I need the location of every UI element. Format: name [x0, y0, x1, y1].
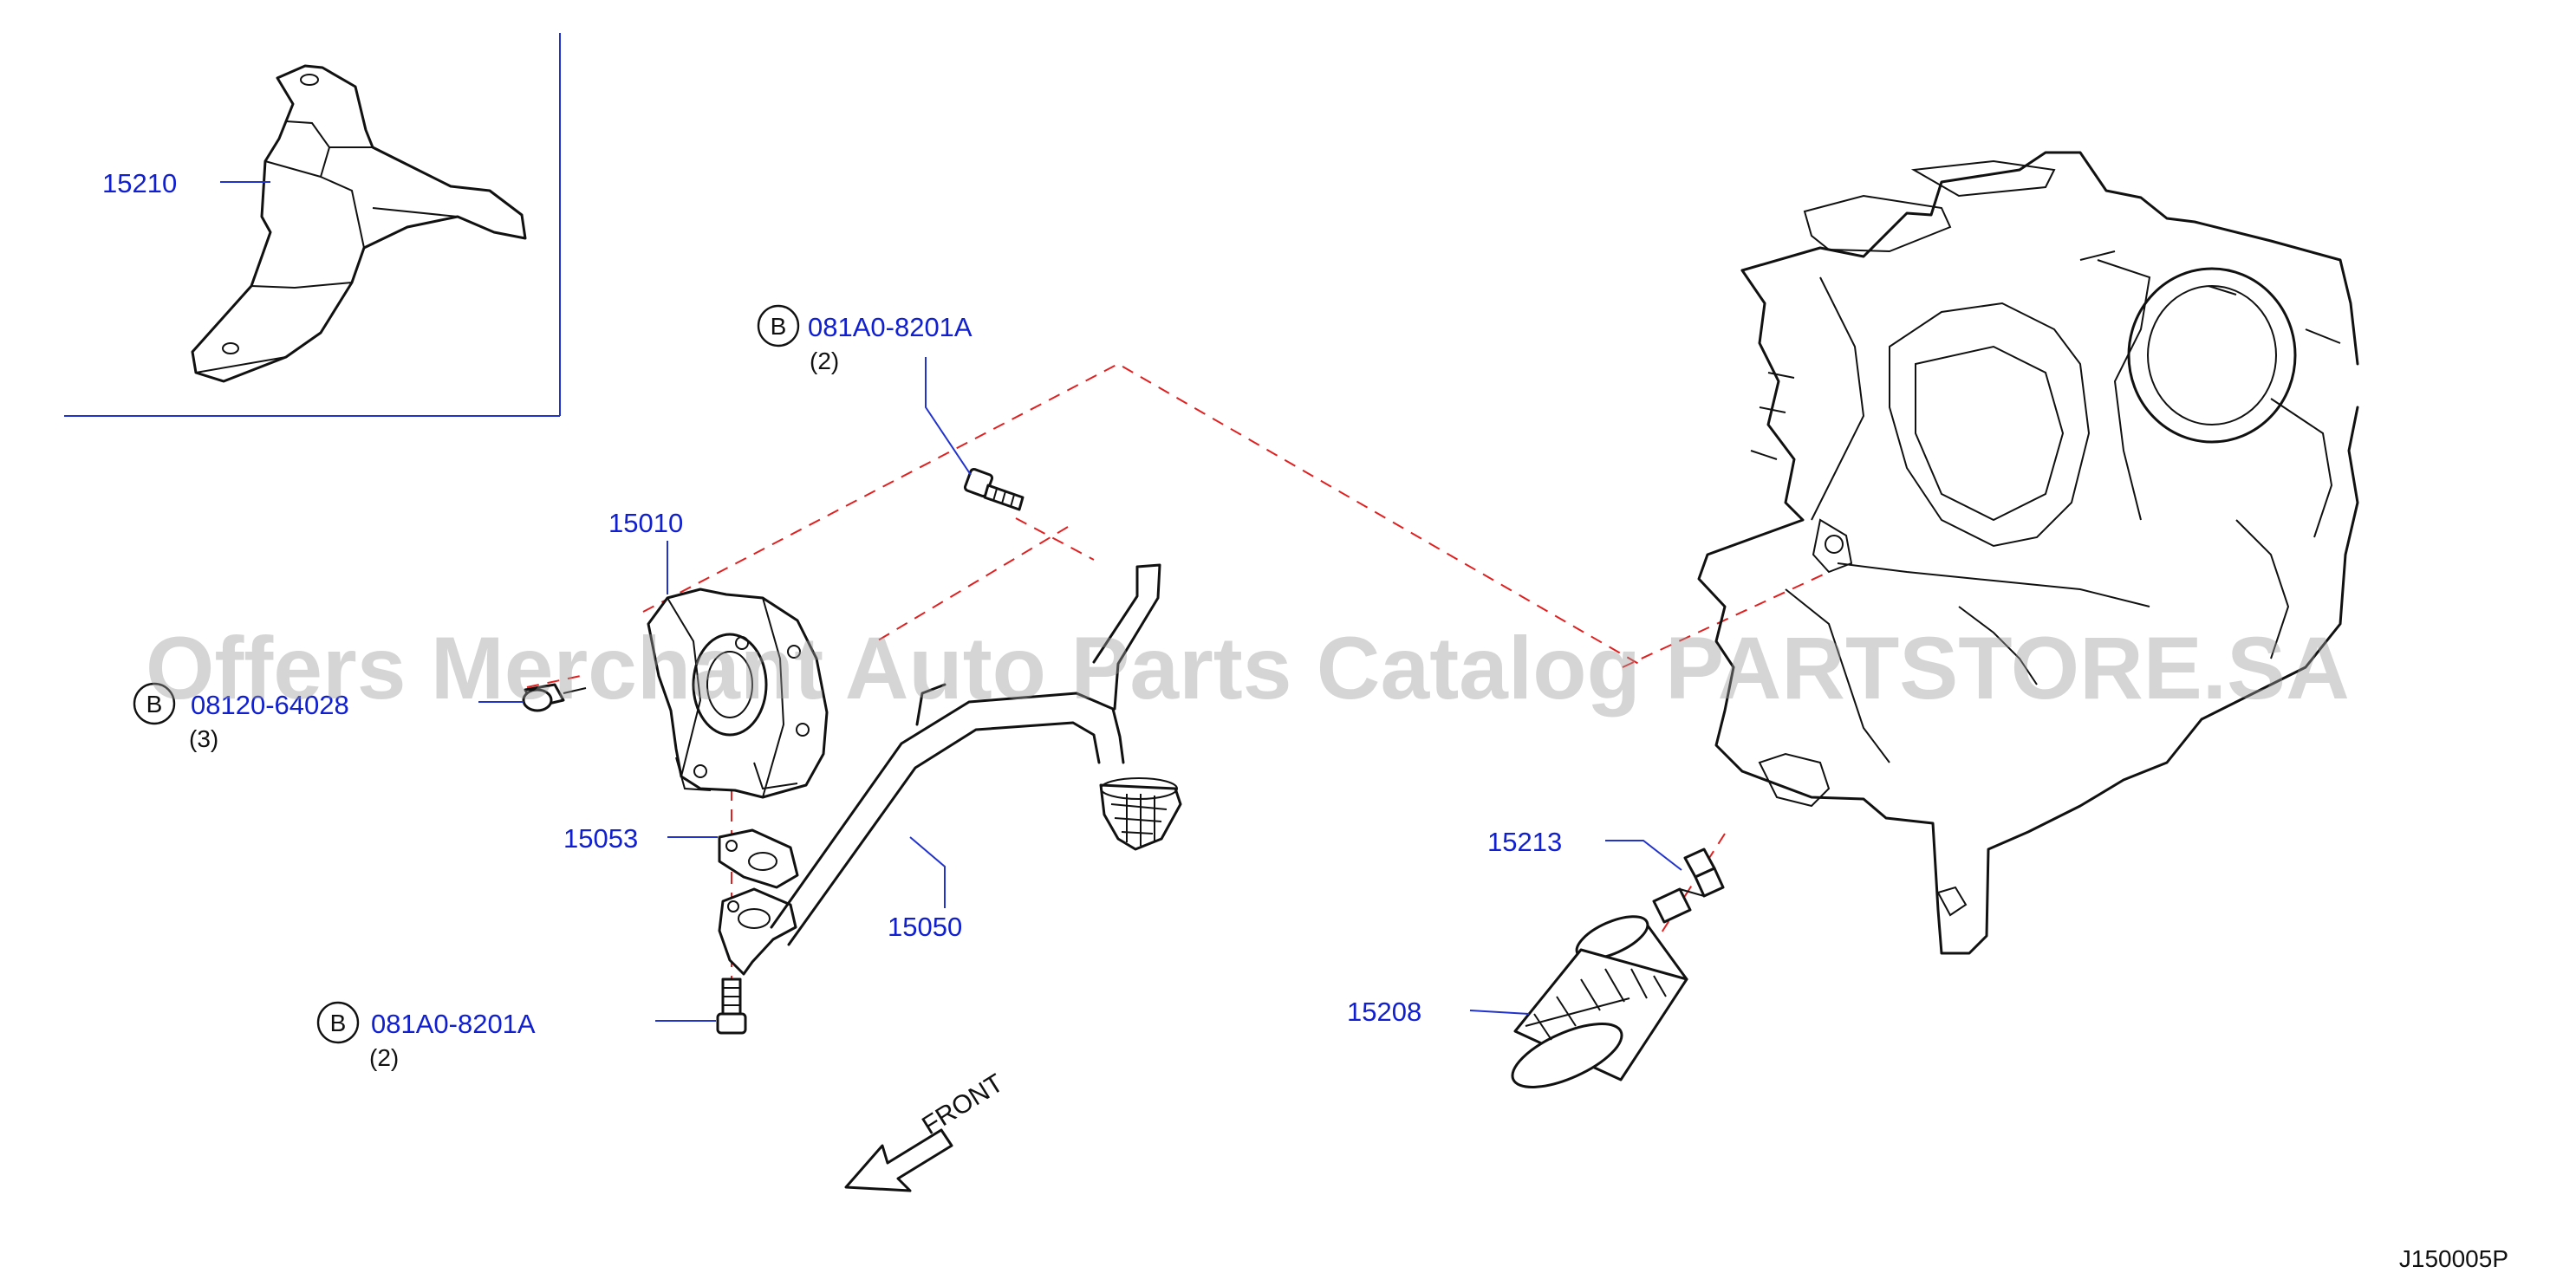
bolt-081A0-8201A-top-drawing[interactable] — [963, 467, 1025, 511]
part-number-label: 081A0-8201A — [808, 312, 973, 342]
quantity-label: (2) — [369, 1044, 399, 1071]
reference-lines — [526, 362, 1830, 988]
callout-15010[interactable]: 15010 — [608, 508, 683, 594]
oil-filter-15208-drawing[interactable] — [1504, 908, 1688, 1101]
part-number-label: 15210 — [102, 168, 177, 198]
part-number-label: 15010 — [608, 508, 683, 538]
callout-15210[interactable]: 15210 — [102, 168, 270, 198]
part-number-label: 15213 — [1487, 827, 1562, 857]
oil-pressure-switch-15213-drawing[interactable] — [1652, 848, 1725, 924]
engine-block-drawing — [1697, 151, 2359, 955]
quantity-label: (3) — [189, 725, 218, 752]
bolt-marker-b: B — [771, 313, 787, 340]
bolt-08120-64028-drawing[interactable] — [522, 683, 587, 712]
part-number-label: 081A0-8201A — [371, 1009, 536, 1039]
bracket-15210-drawing[interactable] — [191, 64, 527, 383]
strainer-15050-drawing[interactable] — [718, 563, 1182, 976]
part-number-label: 15050 — [888, 912, 962, 942]
inset-frame — [64, 33, 561, 417]
part-number-label: 15208 — [1347, 997, 1421, 1027]
bolt-081A0-8201A-bottom-drawing[interactable] — [716, 977, 747, 1035]
front-arrow: FRONT — [844, 1068, 1008, 1192]
part-number-label: 15053 — [563, 823, 638, 854]
oil-pump-15010-drawing[interactable] — [647, 588, 829, 799]
quantity-label: (2) — [810, 347, 839, 374]
callout-15208[interactable]: 15208 — [1347, 997, 1530, 1027]
callout-bolt-top[interactable]: B 081A0-8201A (2) — [757, 304, 973, 476]
callout-15050[interactable]: 15050 — [888, 836, 962, 942]
callout-15213[interactable]: 15213 — [1487, 827, 1682, 871]
callout-bolt-bottom[interactable]: B 081A0-8201A (2) — [316, 1001, 716, 1071]
callout-15053[interactable]: 15053 — [563, 823, 718, 854]
callout-bolt-left[interactable]: B 08120-64028 (3) — [133, 682, 524, 752]
gasket-15053-drawing[interactable] — [718, 828, 799, 889]
bolt-marker-b: B — [146, 691, 163, 718]
part-number-label: 08120-64028 — [191, 690, 349, 720]
diagram-code: J150005P — [2399, 1245, 2508, 1272]
bolt-marker-b: B — [330, 1010, 347, 1036]
watermark-text: Offers Merchant Auto Parts Catalog PARTS… — [146, 619, 2350, 718]
front-label: FRONT — [917, 1068, 1008, 1140]
